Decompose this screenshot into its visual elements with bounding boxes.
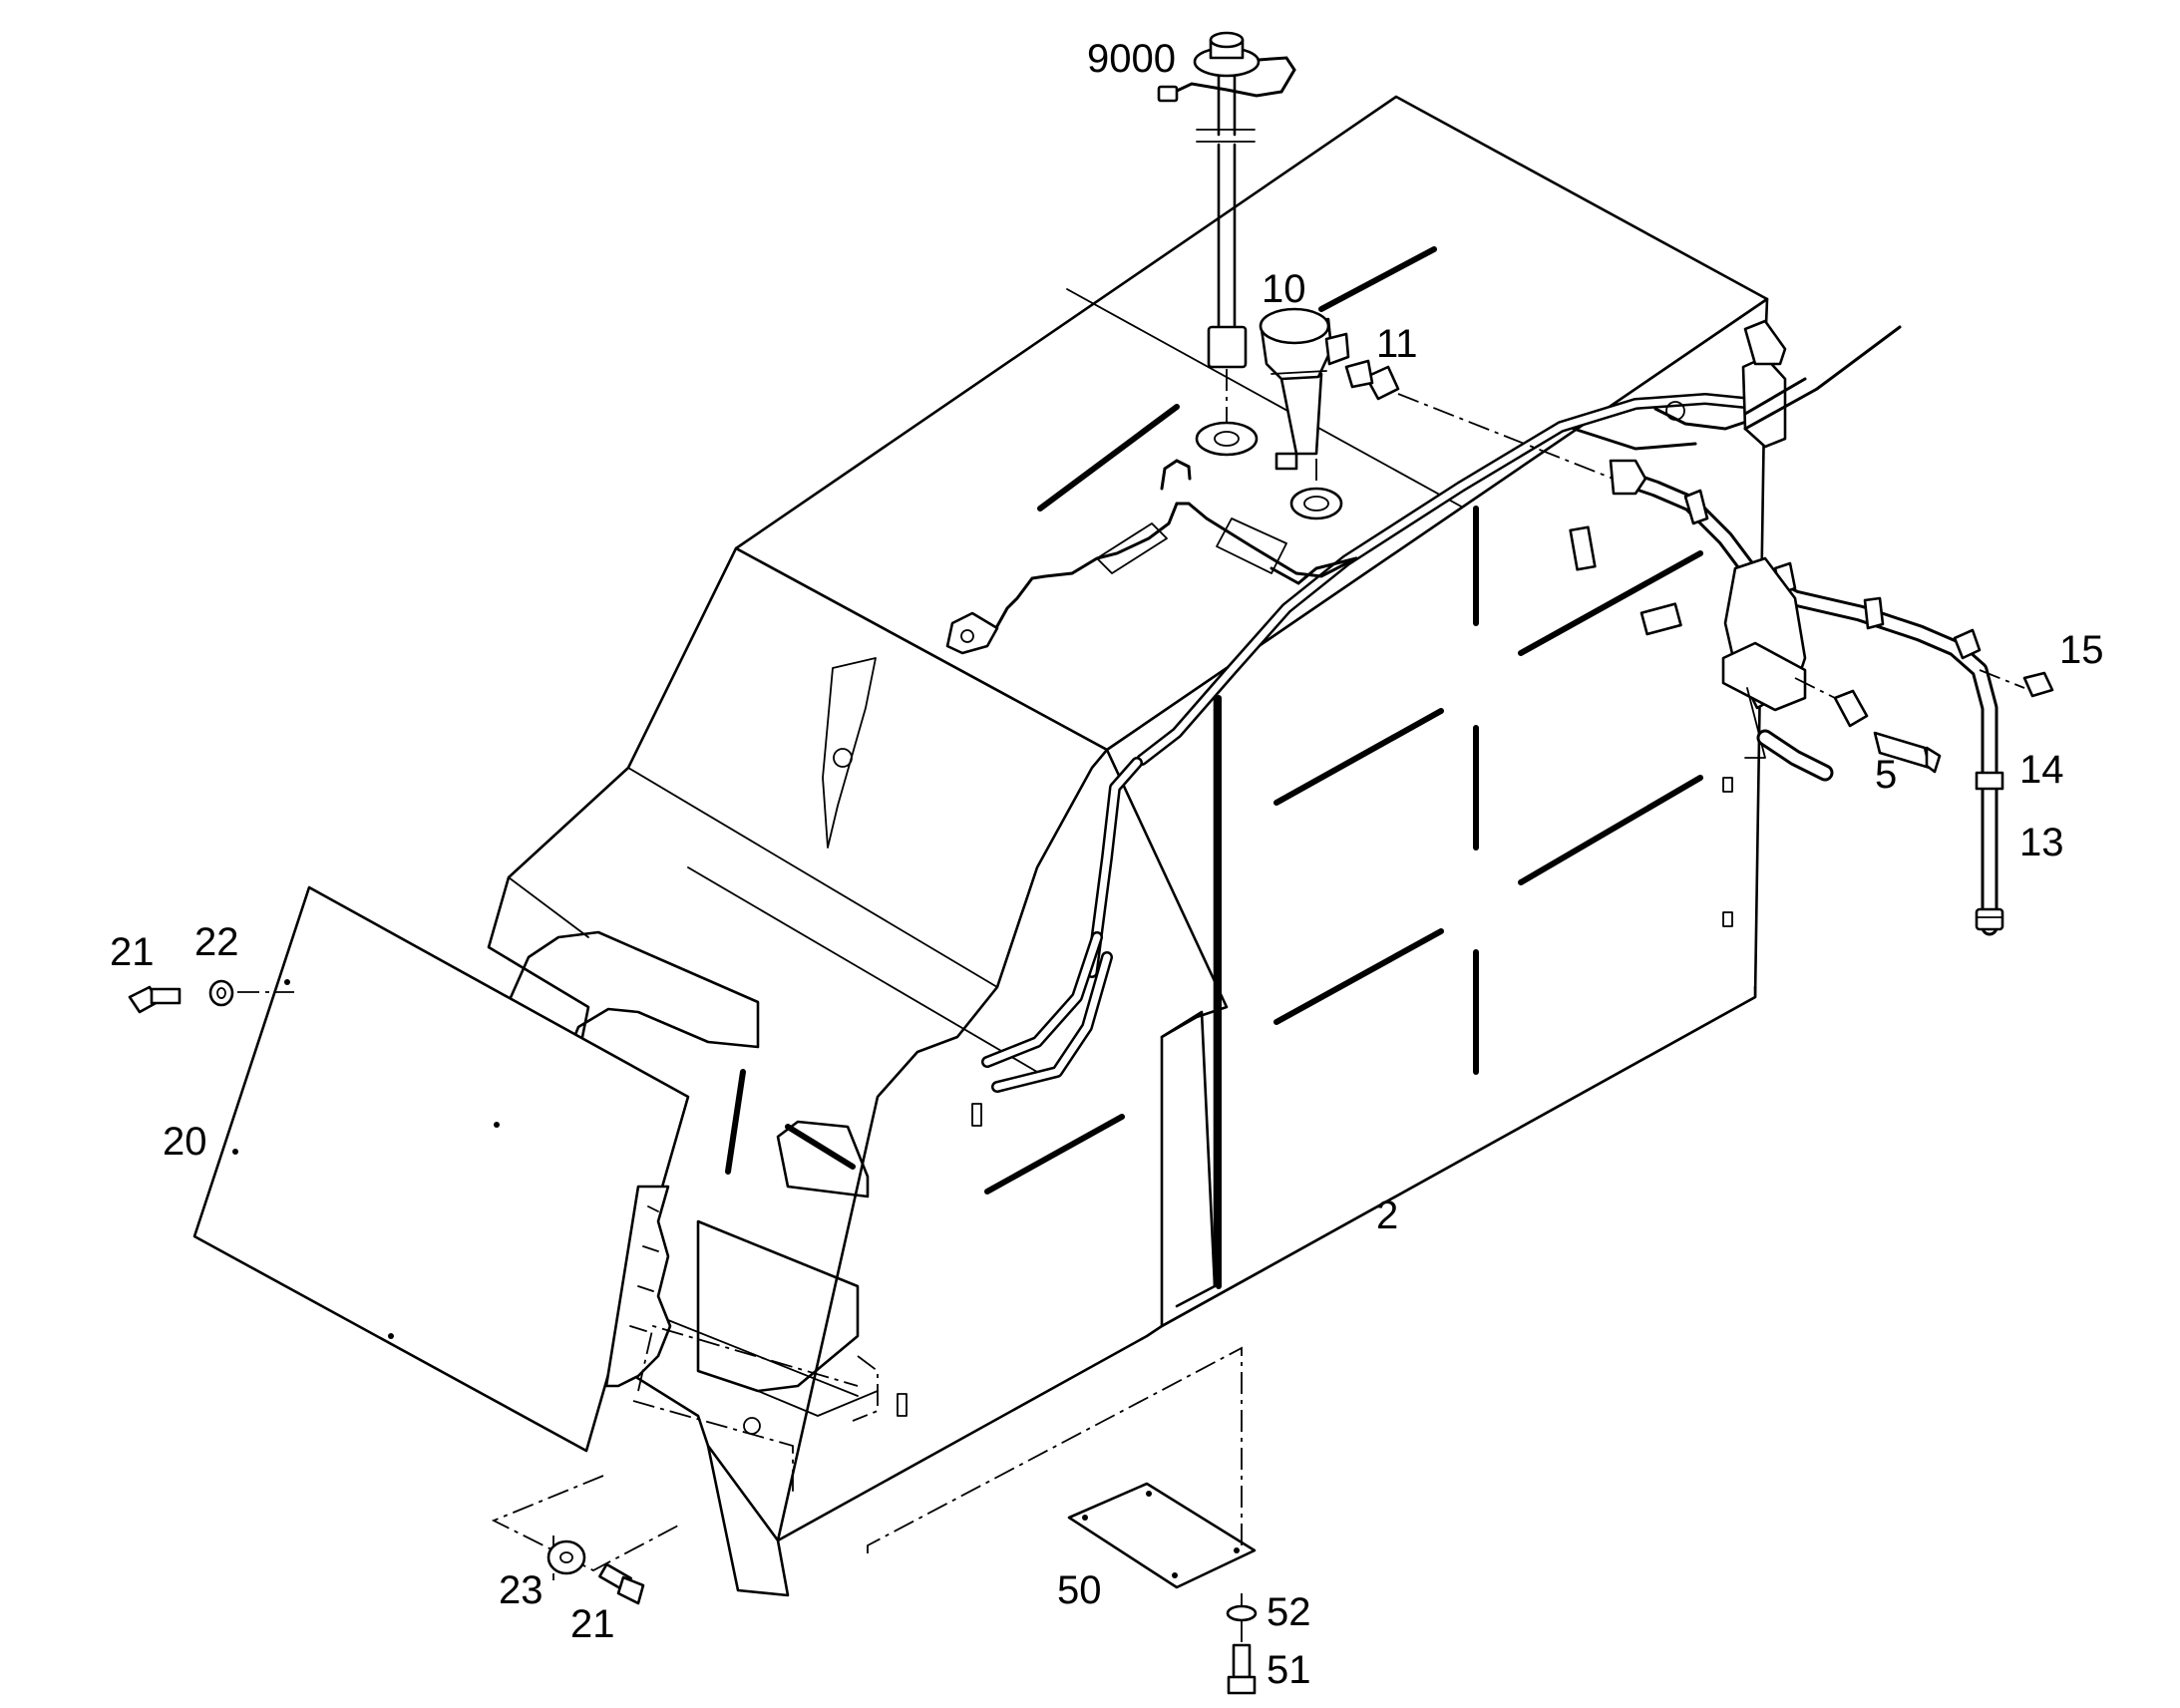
callout-13: 13 xyxy=(2019,821,2064,864)
callout-9000: 9000 xyxy=(1087,37,1176,81)
hose-fitting-11 xyxy=(1344,359,1627,485)
fuel-level-sender-9000 xyxy=(1157,31,1296,457)
callout-52: 52 xyxy=(1267,1590,1311,1634)
callout-11: 11 xyxy=(1376,322,1418,366)
callout-2: 2 xyxy=(1376,1194,1398,1237)
cable-harness xyxy=(945,319,1902,1093)
housing-body xyxy=(487,95,1769,1597)
callout-14: 14 xyxy=(2019,748,2064,792)
callout-labels: 9000 10 11 15 5 14 13 21 22 20 2 23 21 5… xyxy=(110,37,2104,1692)
callout-22: 22 xyxy=(194,920,239,964)
access-cover-20 xyxy=(192,885,690,1453)
callout-10: 10 xyxy=(1262,267,1306,311)
callout-5: 5 xyxy=(1875,753,1897,797)
dashed-outlines xyxy=(237,991,859,1580)
callout-23: 23 xyxy=(499,1568,544,1612)
callout-50: 50 xyxy=(1057,1568,1102,1612)
callout-15: 15 xyxy=(2059,628,2104,672)
callout-21-bottom: 21 xyxy=(570,1602,615,1646)
panel-slots xyxy=(725,246,1733,1435)
bottom-plate-50 xyxy=(852,1346,1257,1589)
callout-21-top: 21 xyxy=(110,930,155,974)
callout-20: 20 xyxy=(163,1120,207,1164)
filler-neck-10 xyxy=(1259,307,1350,520)
tank-hose-assembly xyxy=(1569,459,2054,936)
hardware-parts xyxy=(128,979,1258,1695)
callout-51: 51 xyxy=(1267,1648,1311,1692)
